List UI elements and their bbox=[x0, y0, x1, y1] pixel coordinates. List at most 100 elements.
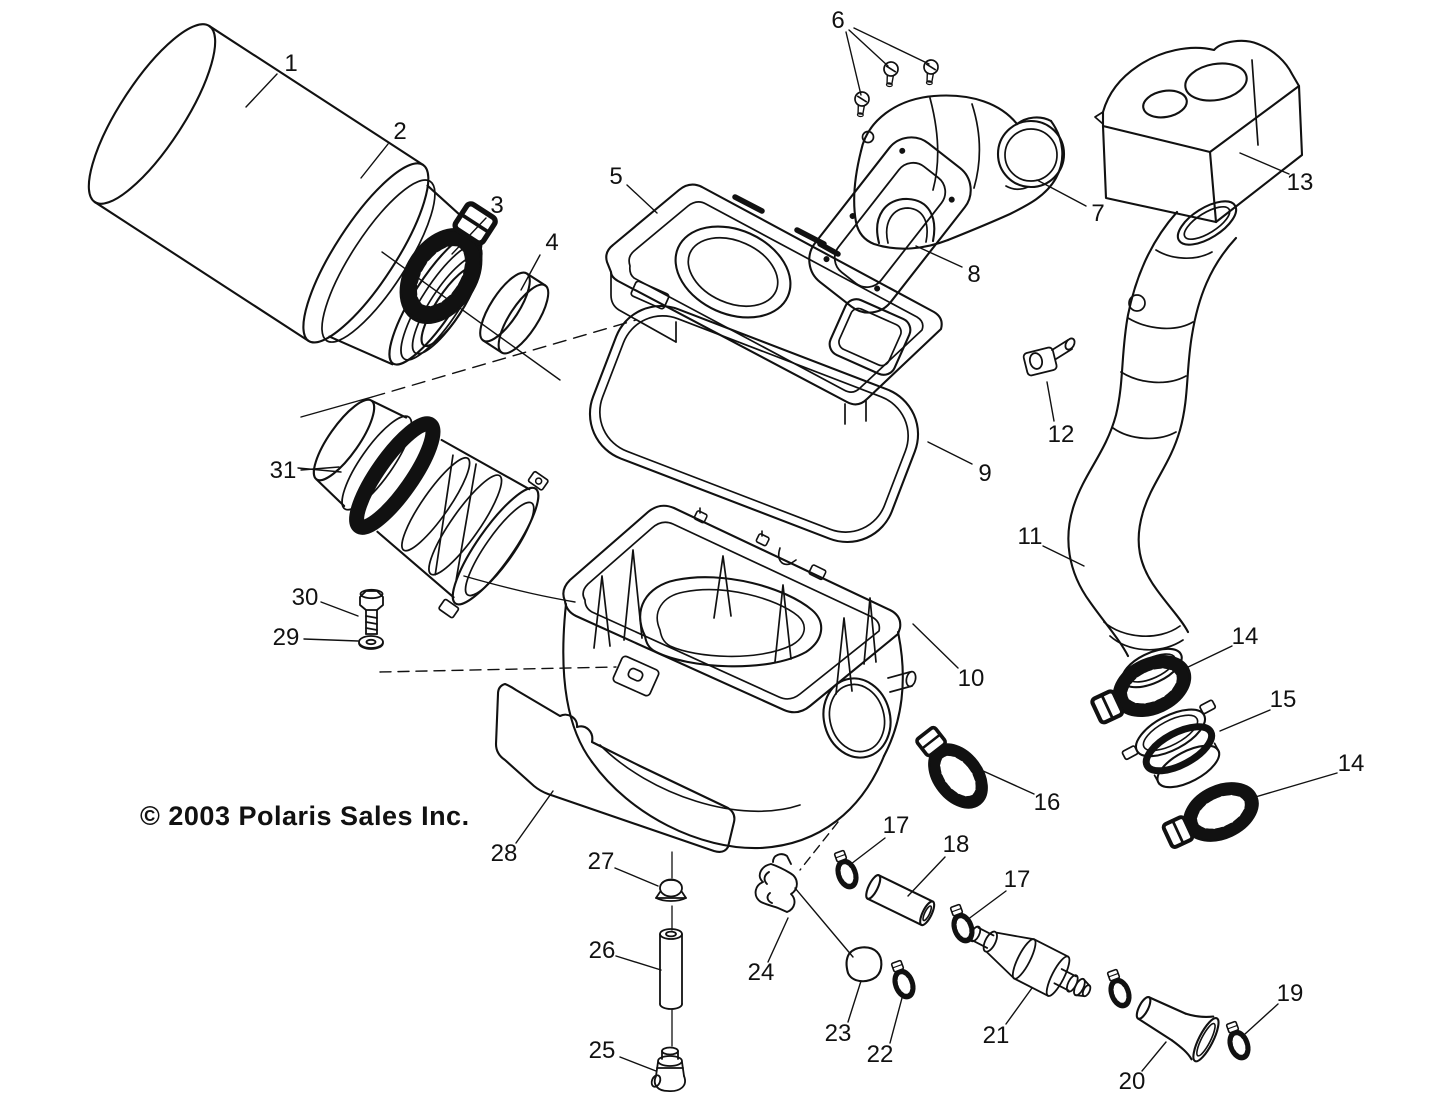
part-11-intake-tube bbox=[1067, 200, 1238, 689]
callout-29: 29 bbox=[272, 624, 300, 651]
callout-leader-4 bbox=[520, 254, 541, 291]
callout-leader-29 bbox=[303, 638, 359, 642]
callout-15: 15 bbox=[1269, 686, 1297, 713]
callout-14: 14 bbox=[1231, 623, 1259, 650]
callout-leader-26 bbox=[615, 955, 662, 971]
callout-leader-21 bbox=[1005, 987, 1033, 1025]
projection-lines bbox=[297, 251, 854, 958]
callout-14: 14 bbox=[1337, 750, 1365, 777]
part-7-intake-duct bbox=[853, 94, 1066, 250]
part-1-air-filter-body bbox=[87, 23, 436, 344]
part-28-foam-panel bbox=[494, 682, 736, 853]
part-18-hose bbox=[865, 874, 936, 927]
callout-17: 17 bbox=[882, 812, 910, 839]
part-26-drain-tube bbox=[659, 905, 683, 1010]
callout-31: 31 bbox=[269, 457, 297, 484]
callout-19: 19 bbox=[1276, 980, 1304, 1007]
callout-leader-14 bbox=[1251, 772, 1338, 799]
callout-leader-6 bbox=[845, 31, 862, 96]
callout-2: 2 bbox=[393, 118, 407, 145]
part-20-hose bbox=[1135, 995, 1220, 1063]
part-25-drain-fitting bbox=[650, 1009, 686, 1092]
callout-8: 8 bbox=[967, 261, 981, 288]
callout-leader-6 bbox=[853, 27, 930, 65]
leader-lines bbox=[245, 27, 1338, 1072]
callout-leader-1 bbox=[245, 73, 278, 108]
callout-leader-11 bbox=[1042, 545, 1085, 567]
callout-leader-18 bbox=[907, 856, 946, 897]
callout-21: 21 bbox=[982, 1022, 1010, 1049]
part-22-clamp bbox=[887, 958, 919, 1001]
callout-leader-9 bbox=[927, 441, 973, 465]
callout-23: 23 bbox=[824, 1020, 852, 1047]
callout-4: 4 bbox=[545, 229, 559, 256]
callout-30: 30 bbox=[291, 584, 319, 611]
callout-leader-14 bbox=[1183, 645, 1233, 670]
callout-leader-27 bbox=[614, 867, 659, 887]
callout-leader-13 bbox=[1239, 152, 1290, 175]
callout-leader-30 bbox=[320, 601, 359, 617]
callout-7: 7 bbox=[1091, 200, 1105, 227]
callout-6: 6 bbox=[831, 7, 845, 34]
part-29-washer bbox=[358, 635, 384, 650]
callout-17: 17 bbox=[1003, 866, 1031, 893]
callout-leader-10 bbox=[912, 623, 959, 669]
part-27-nut bbox=[655, 851, 687, 902]
callout-5: 5 bbox=[609, 163, 623, 190]
part-23-cap bbox=[845, 946, 883, 983]
part-13-intake-cover bbox=[1094, 39, 1304, 224]
part-19-clamp bbox=[1222, 1019, 1254, 1062]
part-12-clamp-fitting bbox=[1022, 337, 1076, 377]
callout-leader-16 bbox=[980, 769, 1035, 795]
callout-leader-2 bbox=[360, 143, 389, 179]
callout-leader-23 bbox=[847, 980, 862, 1023]
callout-leader-17 bbox=[850, 837, 886, 865]
callout-leader-20 bbox=[1141, 1041, 1167, 1072]
part-17-clamp-c bbox=[1103, 967, 1135, 1010]
callout-leader-31 bbox=[300, 466, 340, 471]
callout-25: 25 bbox=[588, 1037, 616, 1064]
part-5-airbox-lid bbox=[605, 183, 943, 425]
part-9-lid-seal bbox=[588, 304, 920, 544]
callout-leader-22 bbox=[889, 997, 903, 1044]
part-17-clamp-b bbox=[946, 902, 978, 945]
part-8-duct-gasket bbox=[808, 136, 972, 314]
callout-leader-7 bbox=[1036, 179, 1087, 207]
callout-leader-15 bbox=[1219, 709, 1271, 732]
callout-leader-24 bbox=[767, 917, 789, 963]
callout-12: 12 bbox=[1047, 421, 1075, 448]
callout-leader-17 bbox=[966, 890, 1007, 921]
callout-leader-5 bbox=[626, 184, 658, 214]
callout-leader-6 bbox=[848, 29, 889, 67]
callout-1: 1 bbox=[284, 50, 298, 77]
callout-leader-19 bbox=[1244, 1003, 1279, 1035]
part-16-clamp bbox=[907, 719, 998, 817]
callout-9: 9 bbox=[978, 460, 992, 487]
callout-28: 28 bbox=[490, 840, 518, 867]
part-30-bolt bbox=[359, 588, 384, 635]
part-4-spacer-ring bbox=[479, 271, 550, 355]
callout-18: 18 bbox=[942, 831, 970, 858]
part-10-airbox-base bbox=[562, 504, 917, 850]
callout-20: 20 bbox=[1118, 1068, 1146, 1095]
callout-leader-8 bbox=[915, 245, 963, 268]
part-6-screws bbox=[852, 58, 940, 119]
callout-24: 24 bbox=[747, 959, 775, 986]
callout-26: 26 bbox=[588, 937, 616, 964]
callout-11: 11 bbox=[1017, 523, 1043, 550]
part-31-intake-boot bbox=[312, 398, 549, 619]
callout-13: 13 bbox=[1286, 169, 1314, 196]
part-21-inline-valve bbox=[969, 925, 1092, 998]
callout-leader-25 bbox=[619, 1056, 657, 1072]
callout-27: 27 bbox=[587, 848, 615, 875]
part-24-clip bbox=[754, 853, 798, 913]
callout-10: 10 bbox=[957, 665, 985, 692]
callout-leader-12 bbox=[1046, 381, 1055, 422]
callout-3: 3 bbox=[490, 192, 504, 219]
part-15-carb-boot-flange bbox=[1121, 699, 1221, 789]
callout-16: 16 bbox=[1033, 789, 1061, 816]
copyright-text: © 2003 Polaris Sales Inc. bbox=[140, 801, 470, 831]
callout-22: 22 bbox=[866, 1041, 894, 1068]
